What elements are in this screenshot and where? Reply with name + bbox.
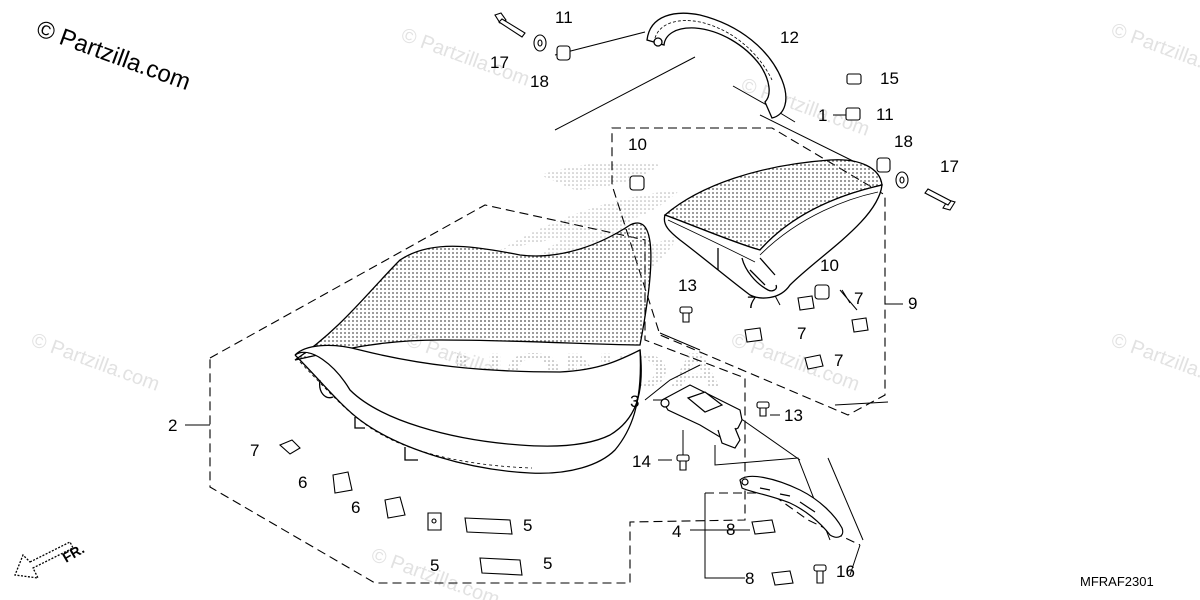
callout-label: 4 — [672, 522, 681, 541]
callout-label: 11 — [876, 105, 894, 124]
grab-strap — [646, 12, 787, 119]
callout-label: 7 — [834, 351, 843, 370]
watermark-text: © Partzilla.com — [1108, 19, 1200, 86]
callout-label: 7 — [797, 324, 806, 343]
seat-bracket — [660, 384, 743, 449]
callout-label: 3 — [630, 392, 639, 411]
callout-label: 10 — [628, 135, 647, 154]
washers-collars — [533, 34, 909, 300]
callout-label: 16 — [836, 562, 855, 581]
callout-label: 5 — [543, 554, 552, 573]
arrow-icon — [14, 541, 74, 579]
callout-label: 11 — [555, 8, 573, 27]
callout-label: 18 — [894, 132, 913, 151]
callout-label: 10 — [820, 256, 839, 275]
callout-label: 6 — [298, 473, 307, 492]
watermark-text: © Partzilla.com — [398, 24, 532, 91]
front-direction-marker: FR. — [14, 540, 88, 579]
callout-label: 8 — [745, 569, 754, 588]
callout-label: 1 — [818, 106, 827, 125]
callout-label: 12 — [780, 28, 799, 47]
leader-lines — [185, 31, 903, 579]
callout-label: 5 — [523, 516, 532, 535]
callout-label: 2 — [168, 416, 177, 435]
callouts: 1 2 3 4 5 5 5 6 6 7 7 7 7 7 8 8 9 10 10 … — [168, 8, 959, 588]
pillion-seat — [663, 159, 883, 299]
callout-label: 18 — [530, 72, 549, 91]
callout-label: 7 — [747, 293, 756, 312]
callout-label: 14 — [632, 452, 651, 471]
callout-label: 5 — [430, 556, 439, 575]
bolts — [494, 12, 956, 584]
callout-label: 9 — [908, 294, 917, 313]
watermark-text: © Partzilla.com — [28, 329, 162, 396]
copyright-block: © Partzilla.com — [33, 15, 194, 96]
main-seat — [294, 222, 652, 474]
cushions — [278, 295, 869, 586]
callout-label: 6 — [351, 498, 360, 517]
callout-label: 7 — [854, 289, 863, 308]
front-label: FR. — [60, 540, 88, 565]
lower-bracket — [739, 475, 844, 538]
callout-label: 8 — [726, 520, 735, 539]
callout-label: 13 — [784, 406, 803, 425]
callout-label: 17 — [940, 157, 959, 176]
callout-label: 15 — [880, 69, 899, 88]
callout-label: 17 — [490, 53, 509, 72]
copyright-text: © Partzilla.com — [33, 15, 194, 96]
callout-label: 13 — [678, 276, 697, 295]
diagram-code: MFRAF2301 — [1080, 574, 1154, 589]
callout-label: 7 — [250, 441, 259, 460]
watermark-text: © Partzilla.com — [1108, 329, 1200, 396]
